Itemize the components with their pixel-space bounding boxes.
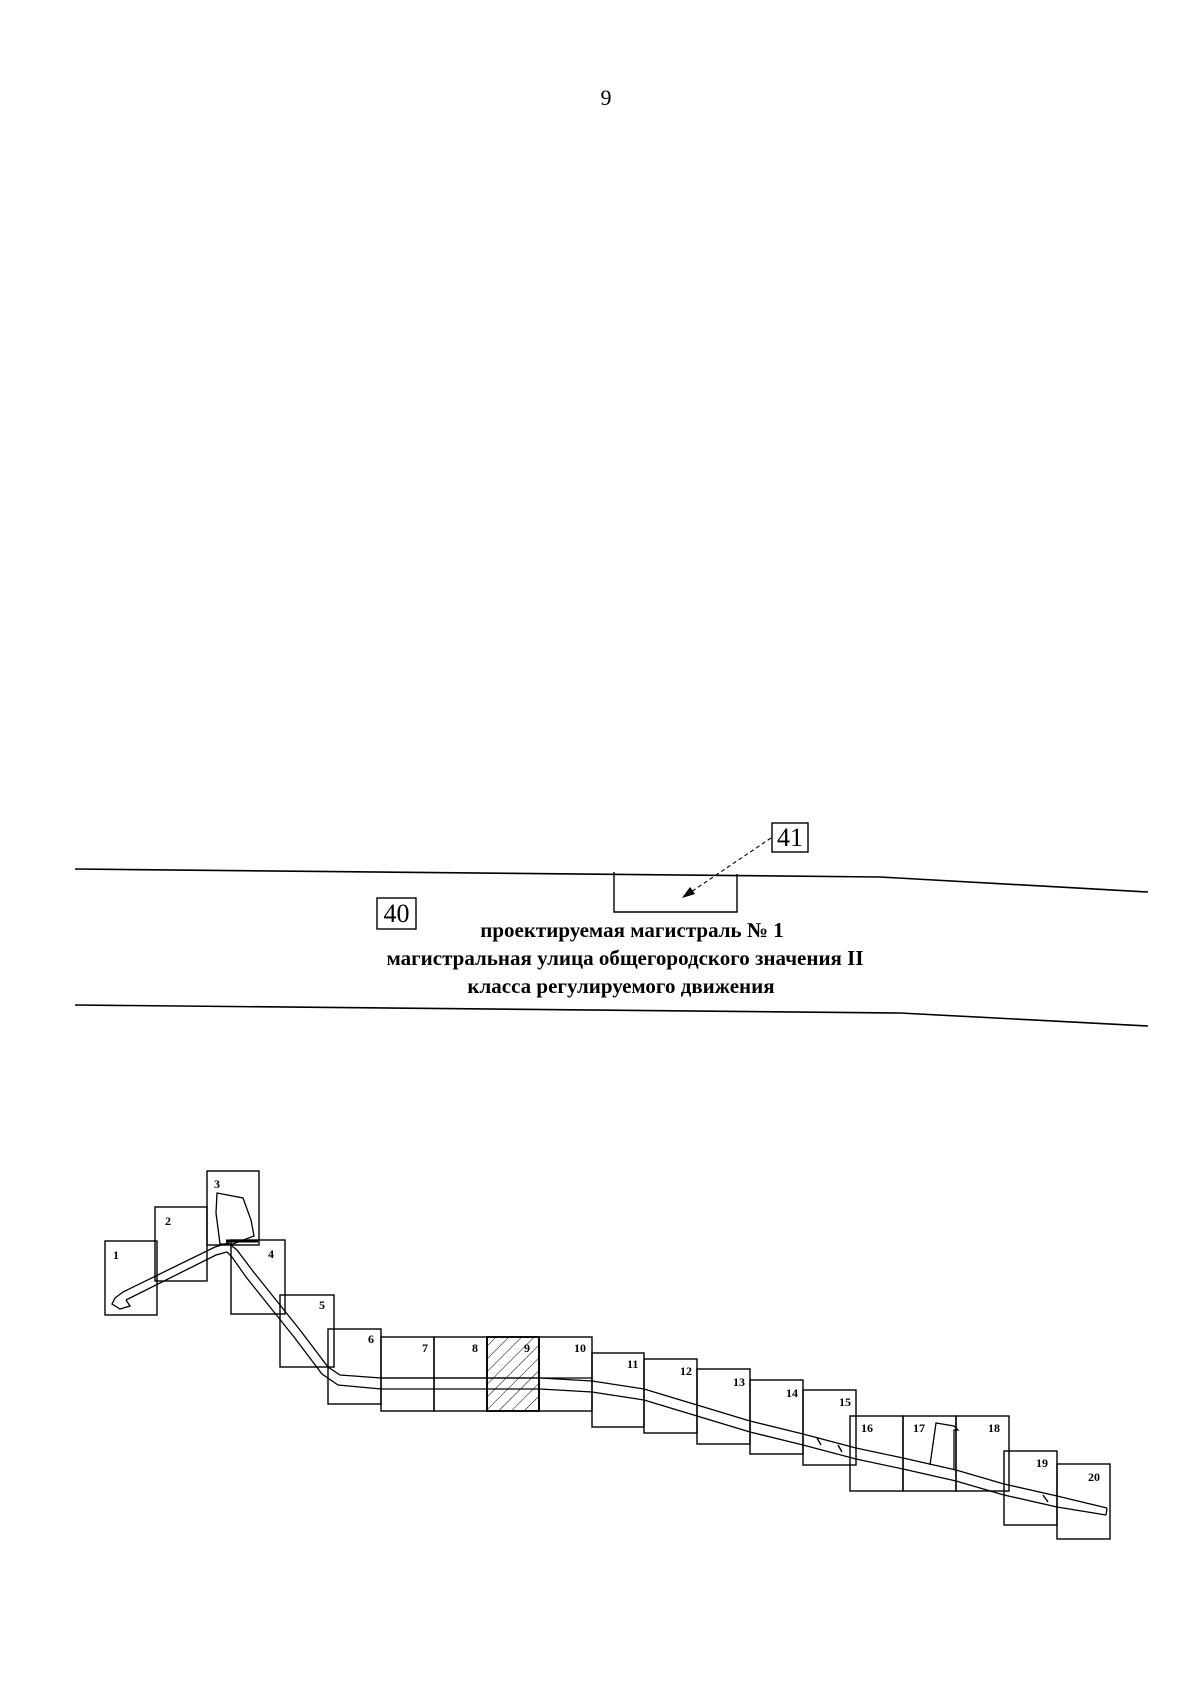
street-boundary-bottom [74, 1004, 1149, 1027]
sheet-frame-15 [802, 1389, 857, 1466]
sheet-label-10: 10 [574, 1341, 586, 1355]
junction-ramp-sheet-3 [215, 1192, 255, 1245]
street-name-line-3: класса регулируемого движения [467, 974, 774, 998]
sheet-label-2: 2 [165, 1214, 171, 1228]
street-name-line-2: магистральная улица общегородского значе… [386, 946, 863, 970]
sheet-label-9: 9 [524, 1341, 530, 1355]
sheet-index-map: 1 2 3 4 5 6 7 8 9 10 11 12 13 14 15 16 1… [104, 1170, 1111, 1540]
sheet-label-1: 1 [113, 1248, 119, 1262]
highlighted-sheet-outline [486, 1336, 540, 1412]
sheet-frame-3 [206, 1170, 260, 1246]
sheet-label-5: 5 [319, 1298, 325, 1312]
sheet-frame-5 [279, 1294, 335, 1368]
sheet-frame-2 [154, 1206, 208, 1282]
callout-40-box [376, 897, 417, 930]
callout-41-leader [687, 837, 772, 895]
road-hook-sheet-1 [111, 1291, 132, 1310]
callout-41-label: 41 [777, 823, 803, 852]
sheet-label-20: 20 [1088, 1470, 1100, 1484]
sheet-frames [104, 1170, 1111, 1540]
sheet-label-7: 7 [422, 1341, 428, 1355]
road-marks [816, 1437, 1049, 1503]
sheet-label-3: 3 [214, 1177, 220, 1191]
sheet-frame-8 [433, 1336, 488, 1412]
sheet-label-13: 13 [733, 1375, 745, 1389]
sheet-label-19: 19 [1036, 1456, 1048, 1470]
sheet-frame-20 [1056, 1463, 1111, 1540]
sheet-label-18: 18 [988, 1421, 1000, 1435]
sheet-label-14: 14 [786, 1386, 798, 1400]
callout-40-label: 40 [384, 899, 410, 928]
callout-41-arrowhead [682, 887, 695, 898]
street-boundary-top [74, 868, 1149, 893]
sheet-label-17: 17 [913, 1421, 925, 1435]
page-number: 9 [601, 85, 612, 110]
sheet-frame-9 [486, 1336, 540, 1412]
branch-sheet-17 [929, 1422, 960, 1470]
sheet-frame-1 [104, 1240, 158, 1316]
sheet-label-16: 16 [861, 1421, 873, 1435]
sheet-label-6: 6 [368, 1332, 374, 1346]
sheet-labels: 1 2 3 4 5 6 7 8 9 10 11 12 13 14 15 16 1… [113, 1177, 1100, 1484]
sheet-frame-16 [849, 1415, 904, 1492]
sheet-frame-18 [955, 1415, 1010, 1492]
sheet-label-12: 12 [680, 1364, 692, 1378]
street-plan: 41 40 проектируемая магистраль № 1 магис… [74, 822, 1149, 1027]
sheet-frame-19 [1003, 1450, 1058, 1526]
sheet-label-4: 4 [268, 1247, 274, 1261]
sheet-label-8: 8 [472, 1341, 478, 1355]
sheet-label-11: 11 [627, 1357, 638, 1371]
sheet-label-15: 15 [839, 1395, 851, 1409]
road-alignment [122, 1242, 1108, 1516]
callout-41-box [771, 822, 809, 853]
street-name-line-1: проектируемая магистраль № 1 [480, 918, 784, 942]
plot-41-outline [613, 872, 738, 913]
